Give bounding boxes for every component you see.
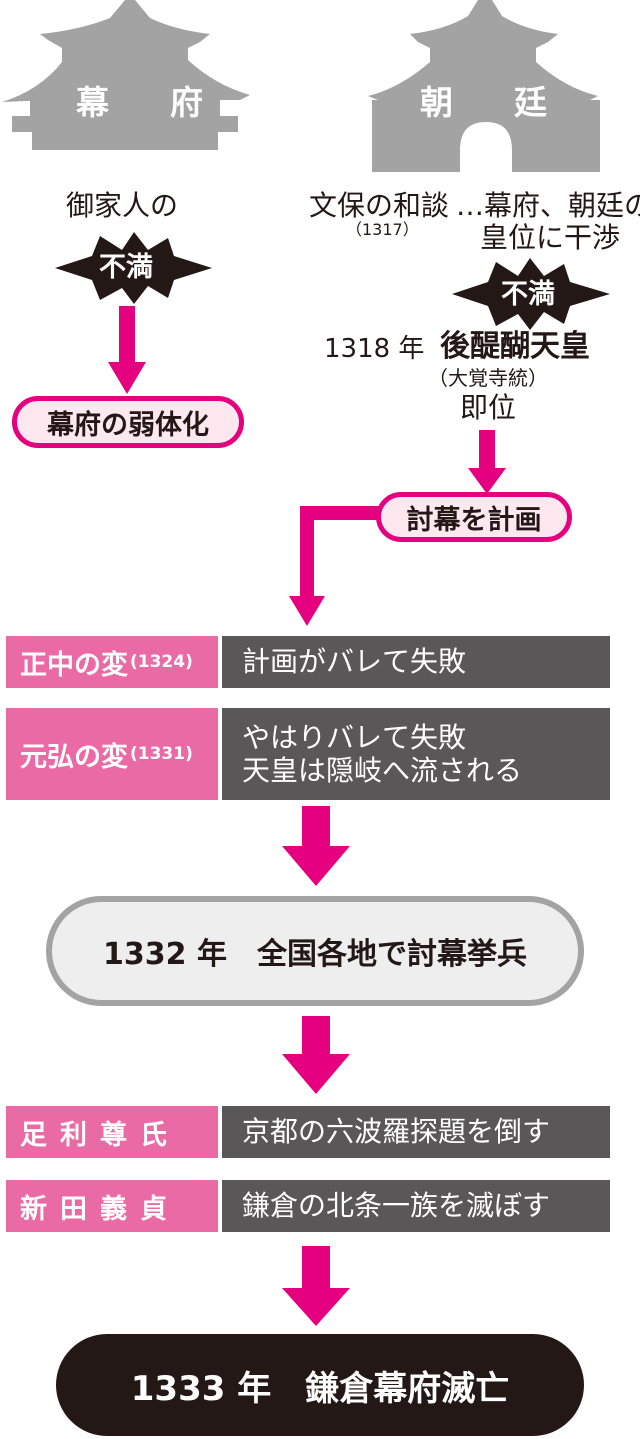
- enthroned-text: 即位: [460, 391, 517, 424]
- year-1318: 1318 年: [324, 334, 425, 364]
- fuman-left-text: 不満: [99, 252, 153, 283]
- event-name: 正中の変: [20, 649, 128, 681]
- event-year: (1331): [130, 744, 193, 764]
- elbow-arrow-icon: [289, 506, 380, 626]
- bakufu-label: 幕 府: [76, 83, 217, 122]
- final-banner: 1333 年 鎌倉幕府滅亡: [56, 1334, 584, 1436]
- arrow-down-icon: [282, 1016, 350, 1094]
- arrow-down-icon: [468, 430, 506, 494]
- chotei-building-icon: [368, 0, 600, 172]
- arrow-down-icon: [108, 306, 146, 394]
- event-desc-line: 計画がバレて失敗: [242, 645, 467, 679]
- emperor-line: （大覚寺統）: [428, 366, 548, 390]
- actor-desc-text: 鎌倉の北条一族を滅ぼす: [242, 1189, 551, 1223]
- bunpo-note-2: 皇位に干渉: [480, 221, 621, 254]
- bunpo-text: 文保の和談: [309, 189, 450, 222]
- event-row-desc: 計画がバレて失敗: [222, 636, 610, 688]
- fuman-right-burst-icon: [452, 258, 610, 330]
- arrow-down-icon: [282, 806, 350, 886]
- bakufu-weak-box: 幕府の弱体化: [12, 396, 244, 448]
- event-desc-line: 天皇は隠岐へ流される: [242, 754, 523, 787]
- actor-label: 足利尊氏: [6, 1106, 218, 1158]
- event-row-desc: やはりバレて失敗 天皇は隠岐へ流される: [222, 708, 610, 800]
- actor-label: 新田義貞: [6, 1180, 218, 1232]
- event-desc-line: やはりバレて失敗: [242, 720, 467, 754]
- actor-desc-text: 京都の六波羅探題を倒す: [242, 1115, 551, 1149]
- actor-desc: 鎌倉の北条一族を滅ぼす: [222, 1180, 610, 1232]
- gokenin-text: 御家人の: [66, 189, 179, 222]
- event-year: (1324): [130, 652, 193, 672]
- bakufu-building-icon: [2, 0, 250, 150]
- event-row-label: 正中の変(1324): [6, 636, 218, 688]
- bunpo-year: （1317）: [346, 220, 419, 239]
- actor-name: 新田義貞: [20, 1193, 180, 1225]
- actor-desc: 京都の六波羅探題を倒す: [222, 1106, 610, 1158]
- event-row-label: 元弘の変(1331): [6, 708, 218, 800]
- fuman-right-text: 不満: [501, 279, 555, 310]
- actor-name: 足利尊氏: [20, 1119, 180, 1151]
- uprising-banner: 1332 年 全国各地で討幕挙兵: [46, 896, 584, 1006]
- emperor-name: 後醍醐天皇: [440, 329, 590, 364]
- tobaku-plan-box: 討幕を計画: [376, 492, 572, 542]
- fuman-left-burst-icon: [55, 232, 212, 304]
- chotei-label: 朝 廷: [420, 83, 561, 122]
- event-name: 元弘の変: [20, 741, 128, 773]
- bunpo-note-1: …幕府、朝廷の: [456, 189, 640, 222]
- arrow-down-icon: [282, 1246, 350, 1326]
